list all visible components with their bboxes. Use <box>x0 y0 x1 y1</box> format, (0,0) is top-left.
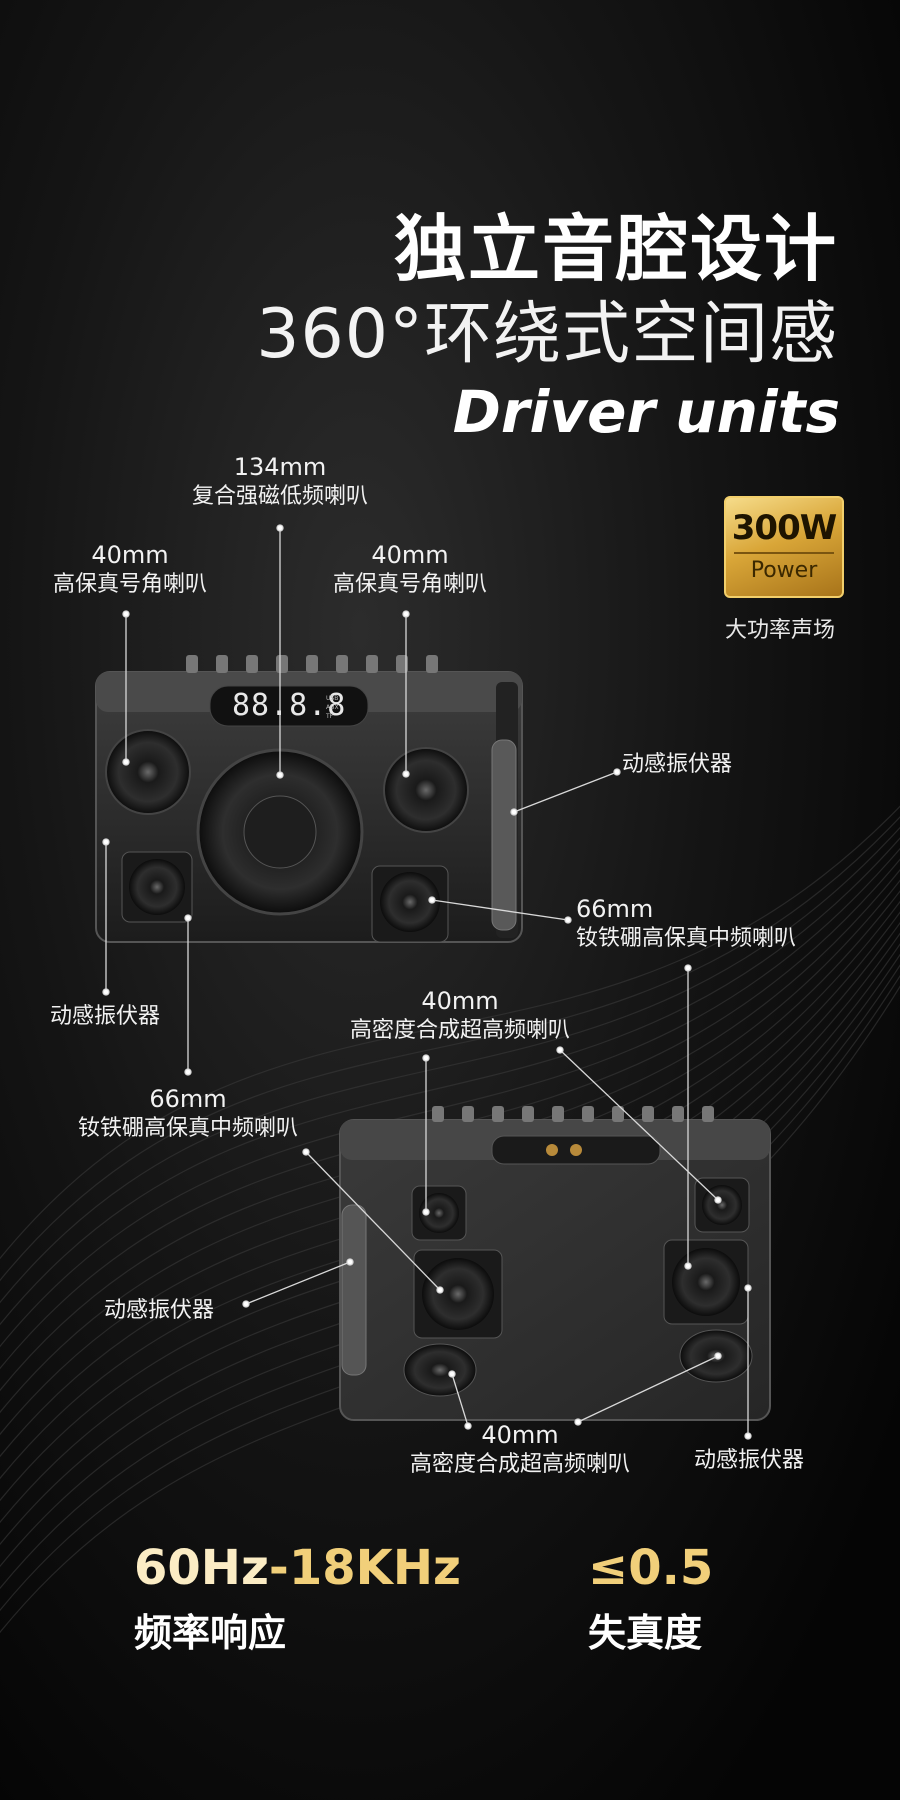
power-badge-caption: 大功率声场 <box>724 618 835 643</box>
spec-frequency-low: 60Hz <box>134 1540 269 1596</box>
label-top-woofer: 134mm 复合强磁低频喇叭 <box>170 452 390 512</box>
background-wave-line <box>0 826 900 1304</box>
spec-frequency-label: 频率响应 <box>134 1611 287 1655</box>
label-tweeter-top-size: 40mm <box>421 987 499 1015</box>
label-tweeter-top: 40mm 高密度合成超高频喇叭 <box>330 986 590 1046</box>
headline-english: Driver units <box>452 378 840 446</box>
background-wave-line <box>0 837 900 1326</box>
label-tweeter-top-name: 高密度合成超高频喇叭 <box>349 1018 570 1043</box>
label-back-vibrator-right: 动感振伏器 <box>694 1446 834 1476</box>
label-mid-right: 66mm 钕铁硼高保真中频喇叭 <box>576 894 836 954</box>
power-badge: 300W Power <box>724 496 844 598</box>
input-aux: AUX <box>326 704 339 711</box>
spec-frequency-high: 18KHz <box>288 1540 461 1596</box>
label-top-horn-right: 40mm 高保真号角喇叭 <box>310 540 510 600</box>
power-badge-word: Power <box>750 558 818 583</box>
label-top-horn-right-size: 40mm <box>371 541 449 569</box>
top-knobs <box>186 655 438 673</box>
callout-lines <box>102 524 752 1440</box>
background-wave-line <box>0 805 900 1260</box>
power-badge-divider <box>734 552 834 554</box>
input-usb: USB <box>326 695 339 702</box>
background-wave-line <box>0 816 900 1282</box>
label-top-woofer-name: 复合强磁低频喇叭 <box>191 484 368 509</box>
label-tweeter-bottom-size: 40mm <box>481 1421 559 1449</box>
input-tf: TF <box>326 713 334 720</box>
label-vibrator-left: 动感振伏器 <box>50 1002 190 1032</box>
spec-frequency-value: 60Hz-18KHz <box>134 1540 461 1596</box>
label-side-vibrator-right-name: 动感振伏器 <box>622 752 733 777</box>
label-top-horn-right-name: 高保真号角喇叭 <box>332 572 487 597</box>
label-top-horn-left-size: 40mm <box>91 541 169 569</box>
led-display-inputs: USB AUX TF <box>326 694 350 721</box>
spec-frequency: 60Hz-18KHz 频率响应 <box>134 1540 461 1657</box>
label-tweeter-bottom: 40mm 高密度合成超高频喇叭 <box>390 1420 650 1480</box>
label-top-horn-left-name: 高保真号角喇叭 <box>52 572 207 597</box>
label-top-woofer-size: 134mm <box>233 453 327 481</box>
label-side-vibrator-right: 动感振伏器 <box>622 750 762 780</box>
led-display: 88.8.8 <box>232 688 352 724</box>
label-mid-left: 66mm 钕铁硼高保真中频喇叭 <box>58 1084 318 1144</box>
label-vibrator-left-name: 动感振伏器 <box>50 1004 161 1029</box>
headline-subtitle: 360°环绕式空间感 <box>256 295 838 374</box>
label-back-vibrator-right-name: 动感振伏器 <box>694 1448 805 1473</box>
background-wave-line <box>0 847 900 1348</box>
label-top-horn-left: 40mm 高保真号角喇叭 <box>30 540 230 600</box>
spec-distortion-label: 失真度 <box>588 1611 703 1655</box>
power-badge-watt: 300W <box>731 508 837 548</box>
led-display-digits: 88.8.8 <box>232 688 347 723</box>
label-mid-left-name: 钕铁硼高保真中频喇叭 <box>77 1116 298 1141</box>
spec-distortion-value: ≤0.5 <box>588 1540 714 1596</box>
label-mid-left-size: 66mm <box>149 1085 227 1113</box>
label-back-vibrator-left-name: 动感振伏器 <box>104 1298 215 1323</box>
headline-title: 独立音腔设计 <box>393 207 838 291</box>
spec-distortion: ≤0.5 失真度 <box>588 1540 713 1657</box>
label-mid-right-size: 66mm <box>576 895 654 923</box>
label-tweeter-bottom-name: 高密度合成超高频喇叭 <box>409 1452 630 1477</box>
label-mid-right-name: 钕铁硼高保真中频喇叭 <box>576 926 797 951</box>
label-back-vibrator-left: 动感振伏器 <box>104 1296 244 1326</box>
